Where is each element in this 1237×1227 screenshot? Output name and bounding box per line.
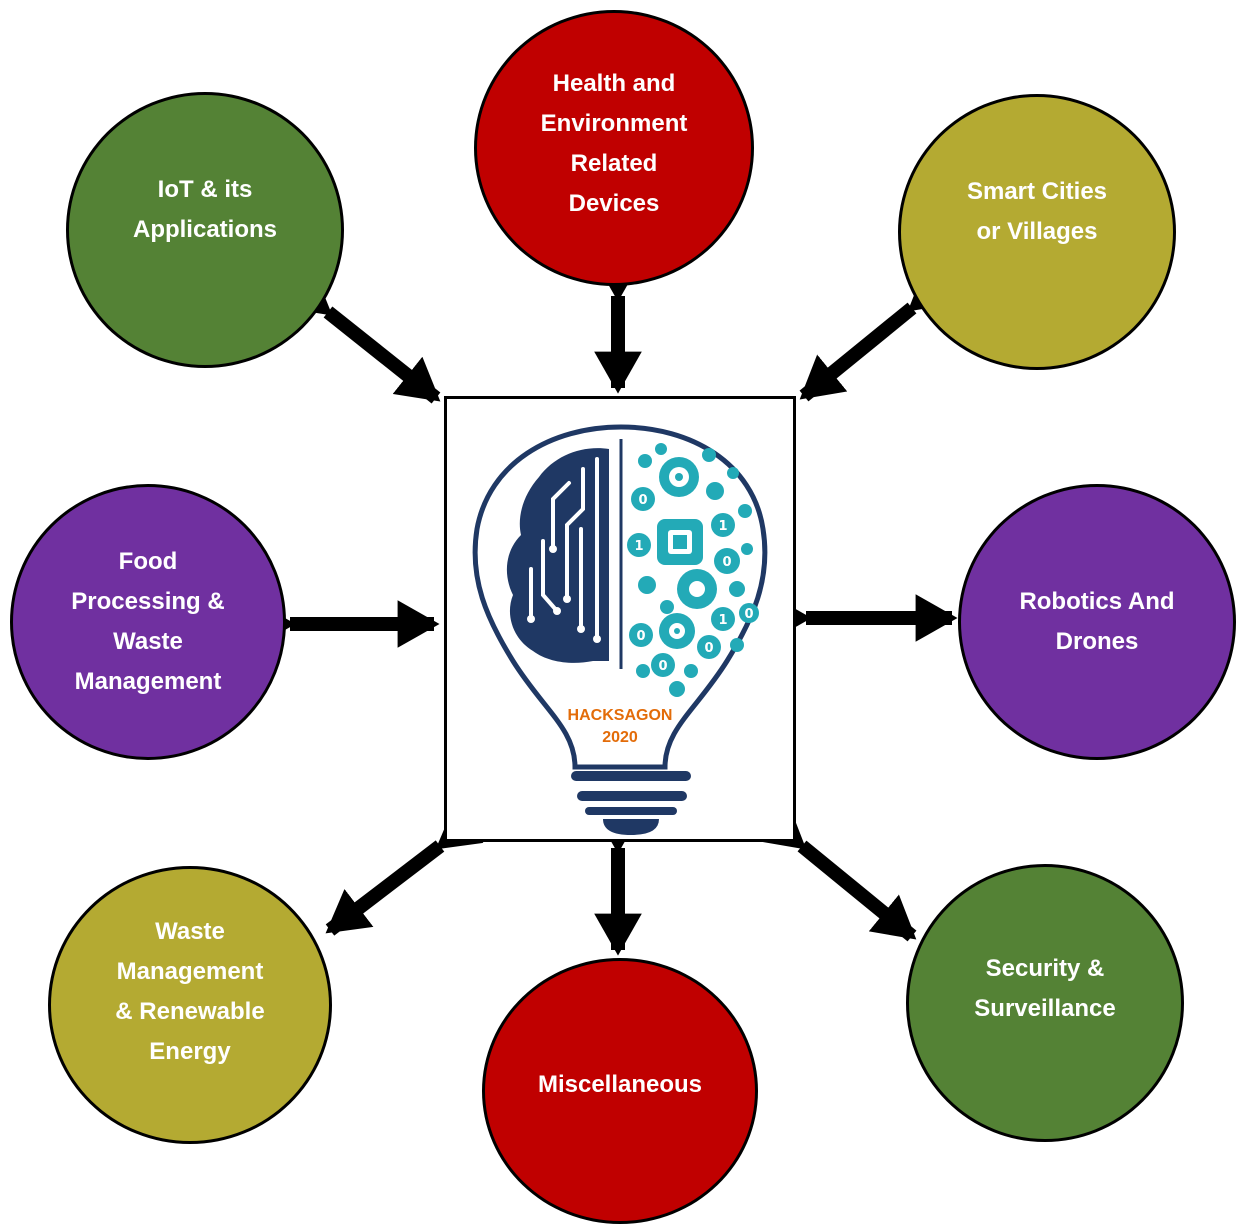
lightbulb-brain-circuit-icon: 011 001 000 bbox=[472, 424, 768, 835]
topic-iot-label: IoT & its Applications bbox=[132, 176, 277, 243]
topic-waste: Waste Management & Renewable Energy bbox=[48, 866, 332, 1144]
topic-smart-cities-label: Smart Cities or Villages bbox=[966, 178, 1108, 245]
topic-food-label: Food Processing & Waste Management bbox=[71, 548, 225, 695]
arrow-smart-cities bbox=[799, 266, 956, 402]
topic-waste-label: Waste Management & Renewable Energy bbox=[115, 918, 265, 1065]
topic-security-label: Security & Surveillance bbox=[974, 955, 1116, 1022]
svg-text:0: 0 bbox=[636, 629, 645, 644]
arrow-security bbox=[758, 804, 917, 942]
topic-food: Food Processing & Waste Management bbox=[10, 484, 286, 760]
svg-text:0: 0 bbox=[658, 659, 667, 674]
topic-misc-label: Miscellaneous bbox=[537, 1071, 703, 1098]
svg-text:1: 1 bbox=[634, 539, 643, 554]
svg-text:0: 0 bbox=[704, 641, 713, 656]
topic-robotics: Robotics And Drones bbox=[958, 484, 1236, 760]
topic-smart-cities: Smart Cities or Villages bbox=[898, 94, 1176, 370]
svg-text:0: 0 bbox=[722, 555, 731, 570]
svg-text:0: 0 bbox=[638, 493, 647, 508]
svg-text:1: 1 bbox=[718, 519, 727, 534]
topic-misc: Miscellaneous bbox=[482, 958, 758, 1224]
topic-iot: IoT & its Applications bbox=[66, 92, 344, 368]
arrow-waste bbox=[325, 804, 484, 936]
topic-robotics-label: Robotics And Drones bbox=[1019, 588, 1175, 655]
logo-text: HACKSAGON 2020 bbox=[567, 707, 673, 746]
svg-text:0: 0 bbox=[744, 607, 753, 622]
arrow-iot bbox=[284, 270, 441, 404]
topic-security: Security & Surveillance bbox=[906, 864, 1184, 1142]
topic-health-label: Health and Environment Related Devices bbox=[540, 70, 688, 217]
svg-text:1: 1 bbox=[718, 613, 727, 628]
topic-health: Health and Environment Related Devices bbox=[474, 10, 754, 286]
